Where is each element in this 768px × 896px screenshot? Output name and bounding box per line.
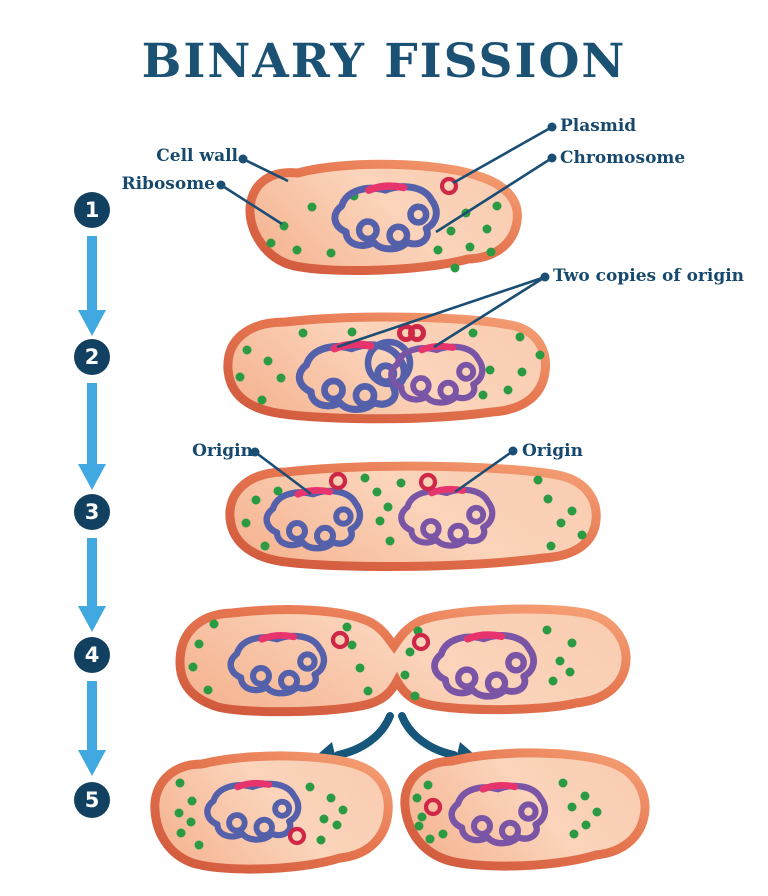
step-badge-1: 1: [74, 192, 110, 228]
ribosome-label: Ribosome: [121, 174, 215, 194]
flow-arrow-4-to-5: [78, 681, 106, 776]
plasmid-label: Plasmid: [560, 116, 637, 136]
plasmid-leader-line: [452, 122, 557, 185]
origin-right-leader-line: [454, 446, 518, 494]
cell-step-2: [223, 312, 551, 424]
two-copies-of-origin-label: Two copies of origin: [553, 266, 745, 286]
flow-arrow-1-to-2: [78, 236, 106, 336]
plasmid-left-step-3: [328, 471, 348, 491]
step-badge-5: 5: [74, 782, 110, 818]
origin-left-leader-line: [250, 447, 312, 496]
ribosome-dots-step-5-right: [412, 778, 602, 844]
page-title: BINARY FISSION: [141, 34, 627, 89]
cell-wall-leader-line: [238, 154, 289, 183]
cell-step-4: [175, 604, 631, 717]
plasmid-step-5-right: [423, 797, 443, 817]
step-badge-3: 3: [74, 494, 110, 530]
plasmid-step-5-left: [287, 826, 307, 846]
plasmid-right-step-3: [418, 472, 438, 492]
origin-right-label: Origin: [522, 441, 583, 461]
flow-arrow-2-to-3: [78, 383, 106, 490]
step-badge-2: 2: [74, 339, 110, 375]
cell-wall-label: Cell wall: [156, 146, 238, 166]
ribosome-dots-step-2: [235, 327, 545, 405]
ribosome-dots-step-3: [241, 473, 587, 551]
plasmid-right-step-4: [411, 632, 431, 652]
chromosome-label: Chromosome: [560, 148, 686, 168]
ribosome-dots-step-4: [188, 619, 577, 701]
step-badge-4: 4: [74, 637, 110, 673]
cell-step-5-left: [150, 751, 393, 874]
flow-arrow-3-to-4: [78, 538, 106, 632]
ribosome-dots-step-1: [266, 191, 502, 273]
chromosome-leader-line: [435, 153, 557, 234]
cell-step-5-right: [400, 748, 650, 871]
ribosome-dots-step-5-left: [174, 778, 348, 850]
cell-step-1: [245, 159, 522, 276]
cell-step-3: [225, 461, 601, 571]
origin-left-label: Origin: [192, 441, 253, 461]
two-copies-leader-lines: [336, 272, 550, 349]
ribosome-leader-line: [216, 180, 283, 226]
plasmid-pair-step-2: [397, 324, 426, 342]
plasmid-left-step-4: [330, 630, 350, 650]
plasmid-step-1: [439, 176, 459, 196]
